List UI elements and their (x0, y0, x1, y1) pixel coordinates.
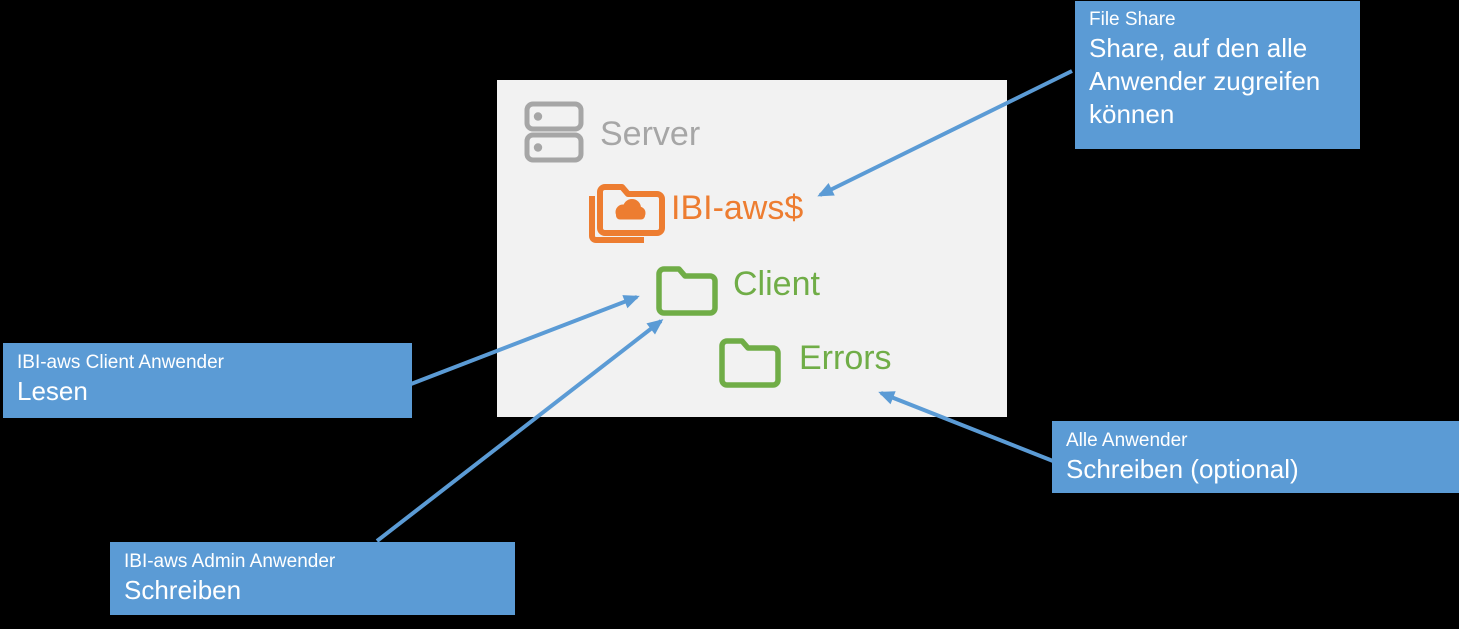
folder-errors-label: Errors (799, 339, 892, 377)
folder-client-label: Client (733, 265, 820, 303)
server-panel (497, 80, 1007, 417)
server-icon (524, 101, 584, 163)
client-folder-icon (656, 266, 718, 316)
callout-client-anwender-body: Lesen (17, 375, 88, 406)
callout-file-share: File Share Share, auf den alle Anwender … (1075, 1, 1360, 149)
callout-file-share-title: File Share (1089, 9, 1176, 30)
callout-ibi-aws-client-anwender: IBI-aws Client Anwender Lesen (3, 343, 412, 418)
server-label: Server (600, 115, 701, 153)
shared-cloud-folder-icon (589, 184, 665, 243)
folder-outline (597, 184, 665, 236)
folder-ibi-aws-label: IBI-aws$ (671, 189, 804, 227)
callout-file-share-body: Share, auf den alle Anwender zugreifen k… (1089, 32, 1321, 129)
cloud-icon (615, 199, 646, 220)
callout-ibi-aws-admin-anwender: IBI-aws Admin Anwender Schreiben (110, 542, 515, 615)
callout-alle-anwender: Alle Anwender Schreiben (optional) (1052, 421, 1459, 493)
errors-folder-icon (719, 338, 781, 388)
callout-client-anwender-title: IBI-aws Client Anwender (17, 352, 224, 373)
callout-admin-anwender-body: Schreiben (124, 574, 242, 605)
folder-stack-line (589, 196, 644, 243)
callout-alle-anwender-body: Schreiben (optional) (1066, 453, 1299, 484)
callout-alle-anwender-title: Alle Anwender (1066, 430, 1188, 451)
callout-admin-anwender-title: IBI-aws Admin Anwender (124, 551, 336, 572)
